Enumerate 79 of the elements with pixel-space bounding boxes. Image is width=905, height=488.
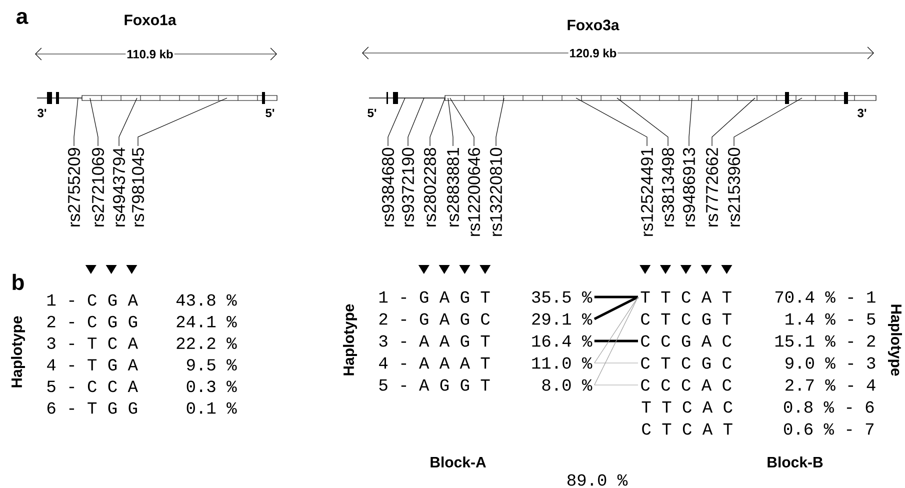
haplotype-frequency: 9.5 % [186,359,237,371]
haplotype-row: C C G A C 15.1 % - 2 [641,335,875,347]
haplotype-row: 1 - G A G T 35.5 % [379,291,592,303]
snp-label: rs9384680 [382,148,394,226]
leader-line [118,98,138,146]
haplotype-frequency: 43.8 % [176,294,237,306]
haplotype-frequency: 0.8 % - 6 [784,401,874,413]
haplotype-frequency: 0.3 % [186,380,237,392]
block-label: Block-A [430,456,486,468]
leader-line [688,98,692,146]
leader-line [616,98,668,146]
haplotype-sequence: 6 - T G G [47,402,137,414]
haplotype-sequence: 4 - T G A [47,359,138,371]
haplotype-row: 4 - A A A T 11.0 % [379,357,592,369]
snp-label: rs9486913 [682,148,696,226]
connector-line [594,296,638,298]
connector-line [594,296,639,320]
connector-line [594,384,638,386]
strand-label: 3' [858,108,866,118]
snp-label: rs2802288 [424,148,436,226]
length-label: 120.9 kb [568,48,618,58]
connector-line [594,296,638,386]
haplotype-row: 5 - A G G T 8.0 % [379,379,592,391]
haplotype-sequence: T T C A C [642,401,732,413]
connector-line [594,362,638,364]
leader-line [430,98,446,146]
leader-line [712,98,756,146]
haplotype-sequence: 2 - C G G [47,316,137,328]
haplotype-row: C T C G C 9.0 % - 3 [641,357,876,369]
haplotype-frequency: 22.2 % [176,337,237,349]
leader-line [90,98,98,146]
haplotype-sequence: 5 - C C A [47,380,138,392]
leader-line [576,98,648,146]
axis-label: Haplotype [343,304,357,376]
snp-label: rs9372190 [402,148,414,226]
snp-label: rs2755209 [68,148,80,226]
haplotype-frequency: 24.1 % [176,316,237,328]
haplotype-sequence: 1 - C G A [47,294,138,306]
haplotype-row: T T C A T 70.4 % - 1 [640,291,876,303]
block-label: Block-B [768,456,823,468]
haplotype-sequence: 3 - T C A [47,337,138,349]
leader-line [450,98,474,146]
gene-name: Foxo3a [568,20,620,30]
connector-line [594,296,638,364]
snp-label: rs7981045 [132,148,144,226]
leader-line [138,98,228,146]
haplotype-sequence: C T C A T [642,423,732,435]
haplotype-frequency: 0.6 % - 7 [784,423,874,435]
panel-letter: b [12,274,24,290]
leader-line [74,98,78,146]
strand-label: 5' [266,108,274,118]
snp-label: rs7772662 [706,148,718,226]
length-label: 110.9 kb [126,48,174,60]
snp-label: rs12200646 [468,148,480,236]
haplotype-row: 2 - G A G C 29.1 % [379,313,592,325]
haplotype-frequency: 0.1 % [186,402,237,414]
axis-label: Haplotype [11,316,25,388]
connector-line [594,340,638,342]
strand-label: 3' [38,108,46,118]
leader-line [388,98,406,146]
haplotype-row: C T C G T 1.4 % - 5 [641,313,876,325]
snp-label: rs3813498 [662,148,674,226]
panel-letter: a [16,12,28,24]
haplotype-row: 3 - A A G T 16.4 % [379,335,592,347]
leader-line [448,98,454,146]
snp-label: rs2721069 [92,148,104,226]
snp-label: rs13220810 [490,148,502,236]
frequency-label: 89.0 % [568,474,628,486]
axis-label: Haplotype [888,304,902,376]
gene-name: Foxo1a [124,14,176,26]
leader-line [734,98,802,146]
leader-line [408,98,424,146]
snp-label: rs2883881 [446,148,460,226]
snp-label: rs4943794 [112,148,126,226]
snp-label: rs12524491 [640,148,654,236]
leader-line [496,98,504,146]
strand-label: 5' [368,108,376,118]
haplotype-row: C C C A C 2.7 % - 4 [641,379,876,391]
snp-label: rs2153960 [728,148,740,226]
